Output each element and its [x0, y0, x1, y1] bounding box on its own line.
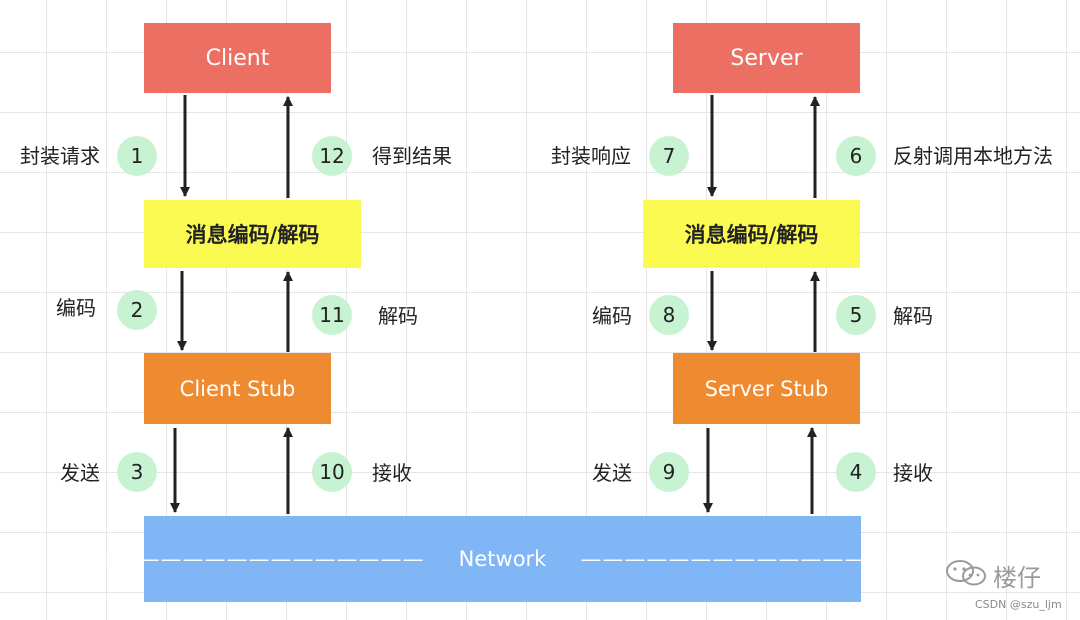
- client-node: Client: [144, 23, 331, 93]
- server-node: Server: [673, 23, 860, 93]
- client-stub-label: Client Stub: [179, 376, 296, 401]
- network-node: ——————————————— Network ———————————————: [95, 516, 909, 602]
- step-4-label: 接收: [893, 461, 933, 485]
- client-codec-node: 消息编码/解码: [144, 200, 361, 268]
- network-label: Network: [458, 547, 547, 571]
- step-8-badge: 8: [649, 295, 689, 335]
- step-9-badge: 9: [649, 452, 689, 492]
- step-6-badge: 6: [836, 136, 876, 176]
- step-5-badge: 5: [836, 295, 876, 335]
- step-2-label: 编码: [56, 296, 96, 320]
- step-4-badge: 4: [836, 452, 876, 492]
- step-12-label: 得到结果: [372, 144, 452, 168]
- step-12-badge: 12: [312, 136, 352, 176]
- network-dashes-right: ———————————————: [580, 547, 911, 571]
- step-10-badge: 10: [312, 452, 352, 492]
- client-codec-label: 消息编码/解码: [185, 223, 320, 247]
- step-11-label: 解码: [378, 304, 418, 328]
- step-9-label: 发送: [592, 461, 632, 485]
- server-codec-label: 消息编码/解码: [684, 223, 819, 247]
- step-7-label: 封装响应: [551, 144, 631, 168]
- server-node-label: Server: [730, 45, 803, 71]
- step-6-label: 反射调用本地方法: [893, 144, 1053, 168]
- step-3-badge: 3: [117, 452, 157, 492]
- step-10-label: 接收: [372, 461, 412, 485]
- watermark-brand: 楼仔: [993, 564, 1041, 592]
- client-stub-node: Client Stub: [144, 353, 331, 424]
- step-5-label: 解码: [893, 304, 933, 328]
- step-7-badge: 7: [649, 136, 689, 176]
- watermark-credit: CSDN @szu_ljm: [975, 598, 1062, 611]
- step-2-badge: 2: [117, 290, 157, 330]
- step-11-badge: 11: [312, 295, 352, 335]
- step-1-badge: 1: [117, 136, 157, 176]
- server-codec-node: 消息编码/解码: [643, 200, 860, 268]
- network-dashes-left: ———————————————: [94, 547, 425, 571]
- step-8-label: 编码: [592, 304, 632, 328]
- step-3-label: 发送: [60, 461, 100, 485]
- wechat-icon: [946, 560, 986, 586]
- server-stub-label: Server Stub: [704, 376, 829, 401]
- server-stub-node: Server Stub: [673, 353, 860, 424]
- step-1-label: 封装请求: [20, 144, 100, 168]
- client-node-label: Client: [205, 45, 270, 71]
